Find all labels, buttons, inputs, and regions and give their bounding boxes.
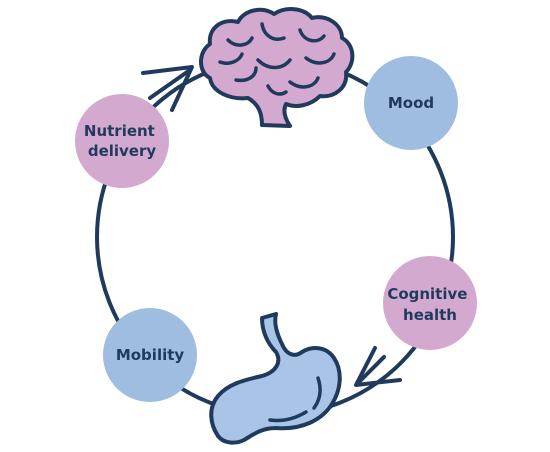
node-circle <box>383 256 477 350</box>
node-label: Nutrient delivery <box>84 122 160 160</box>
node-label: Mobility <box>116 346 185 364</box>
node-circle <box>364 56 458 150</box>
node-cognitive-health: Cognitive health <box>383 256 477 350</box>
cycle-arrow-bottom-right <box>354 346 402 387</box>
node-label-line: Mood <box>388 94 434 112</box>
node-nutrient-delivery: Nutrient delivery <box>75 94 169 188</box>
node-circle <box>103 308 197 402</box>
node-label: Cognitive health <box>387 285 472 324</box>
node-label-line: Nutrient <box>84 122 155 140</box>
node-circle <box>75 94 169 188</box>
node-label-line: delivery <box>88 142 157 160</box>
node-label-line: Cognitive <box>387 285 467 303</box>
node-label-line: health <box>403 306 457 324</box>
node-mood: Mood <box>364 56 458 150</box>
node-label-line: Mobility <box>116 346 185 364</box>
node-label: Mood <box>388 94 434 112</box>
node-mobility: Mobility <box>103 308 197 402</box>
brain-icon <box>199 7 355 128</box>
stomach-icon <box>209 312 342 445</box>
cycle-arrow-top-left <box>141 65 194 112</box>
